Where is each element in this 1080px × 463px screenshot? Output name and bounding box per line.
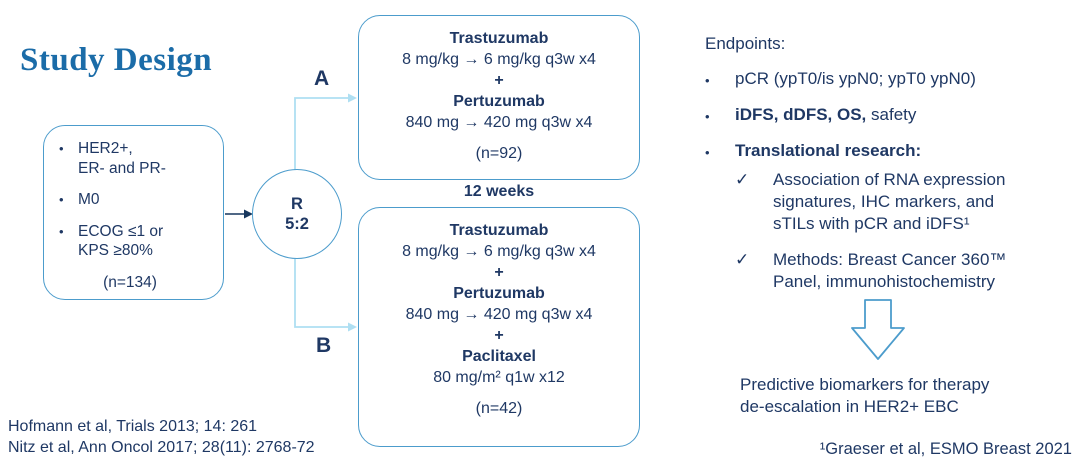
arm-a-line: 840 mg → 420 mg q3w x4 <box>405 114 593 131</box>
arm-b-treatment-box: Trastuzumab 8 mg/kg → 6 mg/kg q3w x4 + P… <box>358 207 640 447</box>
check-icon: ✓ <box>735 170 750 189</box>
randomization-ratio: 5:2 <box>285 215 309 233</box>
citations-block: Hofmann et al, Trials 2013; 14: 261 Nitz… <box>8 416 315 458</box>
arm-b-line: 8 mg/kg → 6 mg/kg q3w x4 <box>402 243 596 260</box>
bullet-icon: • <box>59 141 64 156</box>
research-item-text: Methods: Breast Cancer 360™ Panel, immun… <box>773 250 1007 291</box>
eligibility-n-count: (n=134) <box>103 273 157 291</box>
endpoint-regular-part: pCR (ypT0/is ypN0; ypT0 ypN0) <box>735 69 976 88</box>
eligibility-item-text: ECOG ≤1 or KPS ≥80% <box>78 222 164 260</box>
arm-a-label: A <box>314 67 330 90</box>
arm-a-line: Pertuzumab <box>453 93 545 110</box>
translational-research-list: ✓ Association of RNA expression signatur… <box>735 169 1013 307</box>
arm-b-label: B <box>316 334 332 357</box>
eligibility-criteria-box: • HER2+, ER- and PR- • M0 • ECOG ≤1 or K… <box>43 125 224 300</box>
conclusion-text: Predictive biomarkers for therapy de-esc… <box>740 375 990 416</box>
arm-a-line: 8 mg/kg → 6 mg/kg q3w x4 <box>402 51 596 68</box>
connector-arm-b-arrowhead <box>348 322 357 332</box>
endpoint-item-text: iDFS, dDFS, OS, safety <box>735 104 916 127</box>
research-item: ✓ Methods: Breast Cancer 360™ Panel, imm… <box>735 249 1013 293</box>
arm-b-n-count: (n=42) <box>475 400 523 417</box>
bullet-icon: • <box>59 223 64 239</box>
endpoints-heading: Endpoints: <box>705 34 786 53</box>
connector-r-to-arm-b <box>294 259 349 328</box>
down-arrow-icon <box>851 299 905 360</box>
bullet-icon: • <box>705 109 710 124</box>
research-item: ✓ Association of RNA expression signatur… <box>735 169 1013 235</box>
arm-b-line: Trastuzumab <box>449 222 549 239</box>
bullet-icon: • <box>705 73 710 88</box>
endpoint-item: • Translational research: <box>705 140 1035 163</box>
arm-a-n-count: (n=92) <box>475 145 523 162</box>
endpoint-item: • pCR (ypT0/is ypN0; ypT0 ypN0) <box>705 68 1035 91</box>
bullet-icon: • <box>59 192 64 207</box>
endpoint-item: • iDFS, dDFS, OS, safety <box>705 104 1035 127</box>
connector-eligibility-arrowhead <box>244 209 253 219</box>
bullet-icon: • <box>705 145 710 160</box>
eligibility-item: • HER2+, ER- and PR- <box>59 139 215 178</box>
arm-b-line: Pertuzumab <box>453 285 545 302</box>
arm-b-line: 80 mg/m² q1w x12 <box>433 369 565 386</box>
arm-a-line: Trastuzumab <box>449 30 549 47</box>
randomization-circle: R 5:2 <box>252 169 342 259</box>
randomization-letter: R <box>291 195 303 213</box>
endpoint-regular-part: safety <box>866 105 917 124</box>
arm-b-line: Paclitaxel <box>462 348 536 365</box>
eligibility-item-text: M0 <box>78 191 100 208</box>
arm-a-treatment-box: Trastuzumab 8 mg/kg → 6 mg/kg q3w x4 + P… <box>358 15 640 180</box>
connector-arm-a-arrowhead <box>348 93 357 103</box>
endpoint-item-text: Translational research: <box>735 140 921 163</box>
duration-label: 12 weeks <box>463 183 535 200</box>
plus-icon: + <box>494 327 504 344</box>
plus-icon: + <box>494 264 504 281</box>
arm-b-line: 840 mg → 420 mg q3w x4 <box>405 306 593 323</box>
endpoint-bold-part: iDFS, dDFS, OS, <box>735 105 867 124</box>
plus-icon: + <box>494 72 504 89</box>
footnote-reference: ¹Graeser et al, ESMO Breast 2021 <box>819 440 1072 458</box>
endpoint-bold-part: Translational research: <box>735 141 922 160</box>
citation-line: Nitz et al, Ann Oncol 2017; 28(11): 2768… <box>8 439 315 456</box>
eligibility-item: • ECOG ≤1 or KPS ≥80% <box>59 222 215 261</box>
page-title: Study Design <box>20 42 213 78</box>
eligibility-item: • M0 <box>59 190 215 210</box>
endpoints-section: Endpoints: • pCR (ypT0/is ypN0; ypT0 ypN… <box>705 33 1035 176</box>
citation-line: Hofmann et al, Trials 2013; 14: 261 <box>8 418 258 435</box>
eligibility-item-text: HER2+, ER- and PR- <box>78 140 166 177</box>
research-item-text: Association of RNA expression signatures… <box>773 170 1006 233</box>
endpoint-item-text: pCR (ypT0/is ypN0; ypT0 ypN0) <box>735 68 976 91</box>
connector-r-to-arm-a <box>294 97 349 170</box>
check-icon: ✓ <box>735 250 750 269</box>
